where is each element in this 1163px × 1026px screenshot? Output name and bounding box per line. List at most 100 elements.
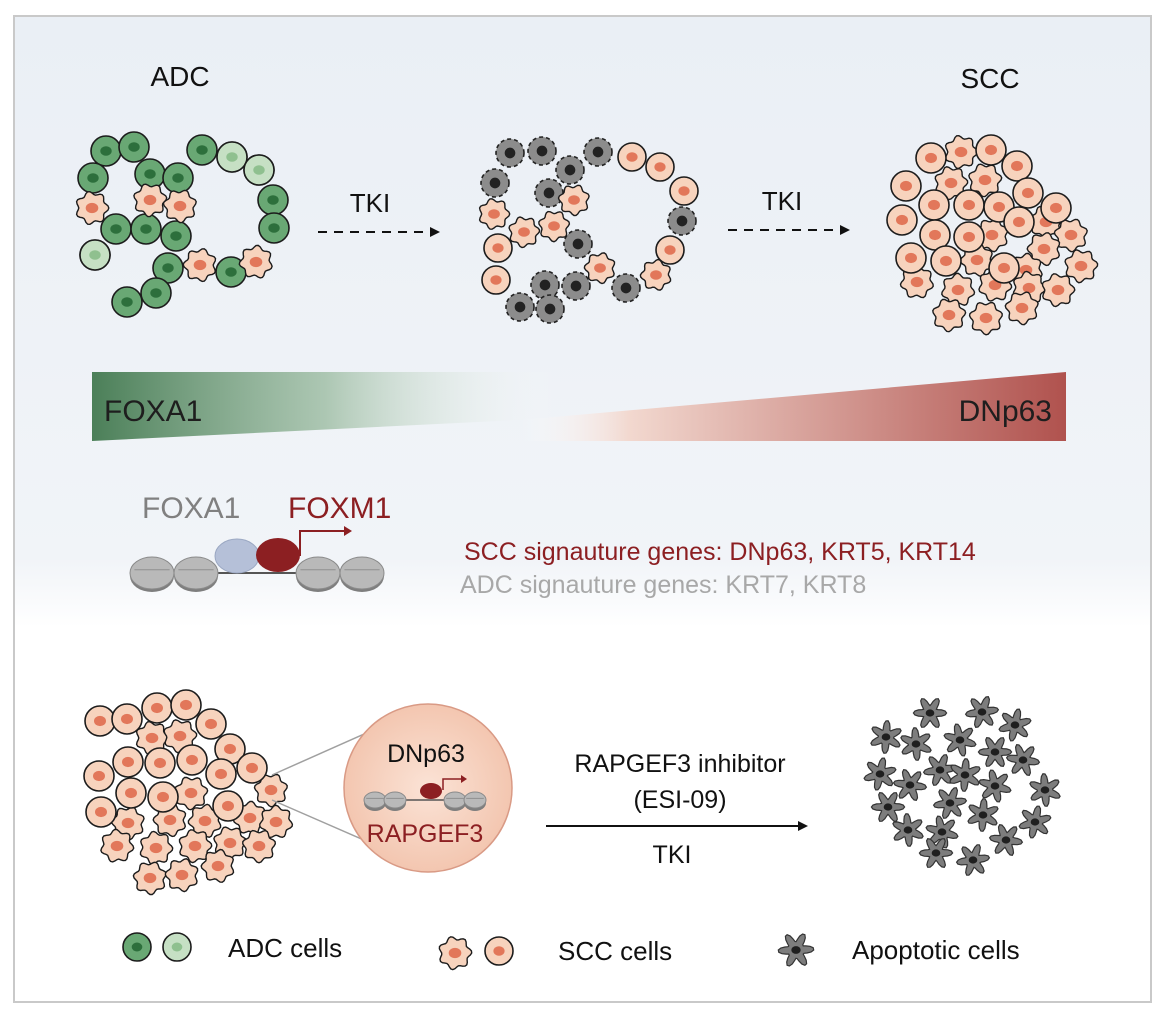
apoptotic-cell [978,769,1012,803]
apoptotic-cell [912,698,948,728]
scc-cell [886,204,918,236]
scc-cell [1001,150,1033,182]
scc-cell [176,744,208,776]
scc-cell [895,242,927,274]
scc-cell-irregular [100,828,135,863]
scc-cell [890,170,922,202]
apoptotic-cell [925,815,959,849]
apoptotic-cell [955,844,991,876]
adc-cell [122,932,152,962]
scc-cell-irregular [132,861,167,896]
mixed-cluster [478,136,699,324]
apoptotic-cell [892,813,924,847]
scc-cell [953,221,985,253]
scc-label: SCC [960,63,1019,94]
scc-cluster-bottom [83,689,294,896]
scc-cell [617,142,647,172]
apoptotic-cell [932,787,968,819]
scc-cell-irregular [259,804,294,839]
adc-cell [215,256,247,288]
apoptotic-cell [777,933,815,967]
dying-cell [611,273,641,303]
tki-arrow1-label: TKI [350,188,390,218]
foxa1-gradient [92,372,560,441]
inset-dnp63-label: DNp63 [387,740,465,768]
scc-cell [930,245,962,277]
adc-cell [186,134,218,166]
adc-cell-light [79,239,111,271]
scc-cell-irregular [639,258,672,291]
scc-cell-irregular [478,198,511,230]
tki-arrow2-label: TKI [762,186,802,216]
nucleosome [463,791,487,811]
scc-cell [915,142,947,174]
adc-cell [130,213,162,245]
tki-treatment-label: TKI [653,841,692,869]
legend-adc-label: ADC cells [228,933,342,963]
scc-cell-irregular [182,248,217,283]
dnp63-gradient-label: DNp63 [959,395,1052,428]
scc-cell [212,790,244,822]
scc-cell [918,189,950,221]
adc-cell [160,220,192,252]
nucleosome [363,791,387,811]
scc-signature-genes: SCC signauture genes: DNp63, KRT5, KRT14 [464,538,976,566]
scc-cell [115,777,147,809]
foxm1-factor-label: FOXM1 [288,492,391,525]
dying-cell [505,292,535,322]
apoptotic-cluster [863,696,1061,876]
nucleosome [339,556,385,592]
inset-rapgef3-label: RAPGEF3 [367,820,484,848]
dying-cell [561,271,591,301]
apoptotic-cell [918,838,954,868]
dying-cell [530,270,560,300]
scc-cell-irregular [1041,273,1076,308]
scc-cell-irregular [164,858,199,893]
scc-cell [236,752,268,784]
adc-cell [257,184,289,216]
dying-cell [535,294,565,324]
scc-cell-irregular [133,183,168,218]
adc-cell-light [216,141,248,173]
inhibitor-label: RAPGEF3 inhibitor [574,750,785,778]
scc-cell [85,796,117,828]
apoptotic-cell [892,769,928,801]
scc-cell-irregular [583,252,616,285]
adc-signature-genes: ADC signauture genes: KRT7, KRT8 [460,571,866,599]
apoptotic-cell [900,727,932,761]
adc-cell [111,286,143,318]
foxm1-protein [256,538,300,572]
scc-cell-irregular [941,272,976,307]
dying-cell [495,138,525,168]
scc-cell [111,703,143,735]
scc-cell-irregular [944,134,979,170]
scc-cell-irregular [438,936,473,971]
scc-cell-irregular [253,773,288,808]
apoptotic-cell [967,798,999,832]
scc-cell-irregular [135,720,170,756]
scc-cell-irregular [932,298,967,333]
scc-cell-irregular [187,803,222,838]
scc-cell [144,747,176,779]
scc-cell-irregular [238,244,273,279]
scc-cell [112,746,144,778]
adc-cell-light [243,154,275,186]
scc-cell [1012,177,1044,209]
scc-cell [975,134,1007,166]
legend-apoptotic-label: Apoptotic cells [852,935,1020,965]
apoptotic-cell [998,708,1032,742]
adc-cell-light [162,932,192,962]
scc-cell-irregular [968,301,1003,336]
adc-cell [162,162,194,194]
dying-cell [534,178,564,208]
scc-cell [483,233,513,263]
dying-cell [563,229,593,259]
adc-cell [118,131,150,163]
apoptotic-cell [949,758,981,792]
nucleosome [383,791,407,811]
adc-label: ADC [150,61,209,92]
scc-cell [988,252,1020,284]
dying-cell [583,137,613,167]
scc-cell [83,760,115,792]
